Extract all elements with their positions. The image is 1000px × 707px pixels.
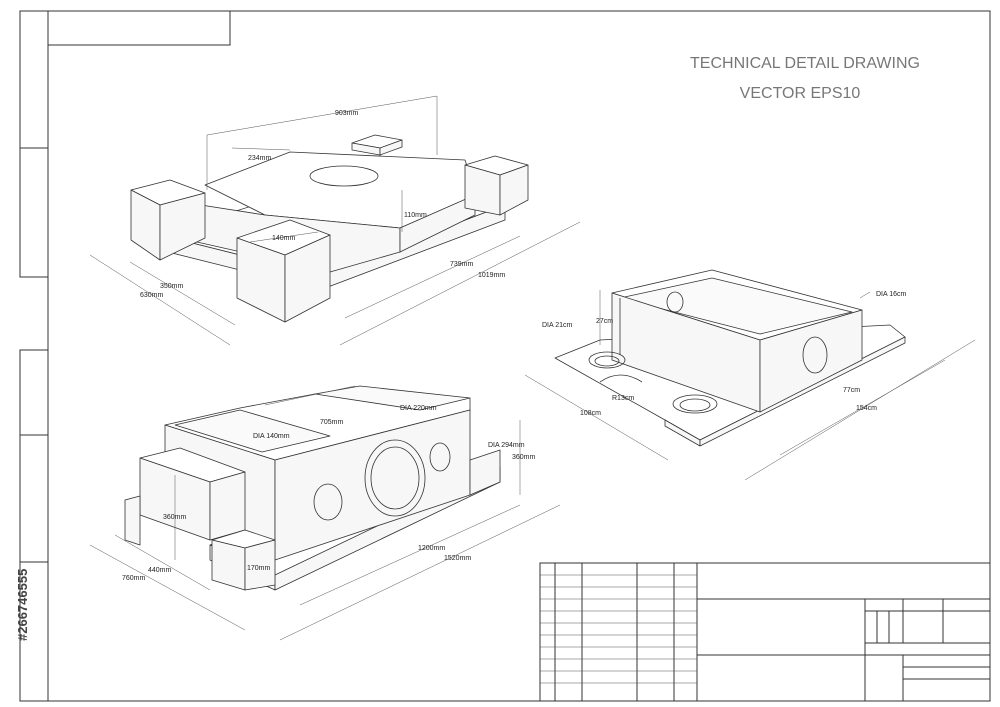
dim-label: 705mm — [320, 419, 344, 426]
dim-label: 1200mm — [418, 545, 445, 552]
dim-label: 140mm — [272, 235, 296, 242]
dim-label: DIA 140mm — [253, 433, 290, 440]
dim-label: 350mm — [160, 283, 184, 290]
dim-label: 360mm — [512, 454, 536, 461]
dim-label: 760mm — [122, 575, 146, 582]
dim-label: 360mm — [163, 514, 187, 521]
bottom-left-view: 705mm DIA 220mm DIA 140mm DIA 294mm 360m… — [89, 385, 561, 641]
drawing-title: TECHNICAL DETAIL DRAWING — [690, 55, 920, 72]
dim-label: 234mm — [248, 155, 272, 162]
dim-label: DIA 21cm — [542, 322, 573, 329]
dim-label: DIA 16cm — [876, 291, 907, 298]
dim-label: 1019mm — [478, 272, 505, 279]
dim-label: R13cm — [612, 395, 634, 402]
dim-label: 440mm — [148, 567, 172, 574]
dim-label: 630mm — [140, 292, 164, 299]
dim-label: 1520mm — [444, 555, 471, 562]
title-block — [539, 562, 991, 702]
dim-label: DIA 294mm — [488, 442, 525, 449]
top-left-view: 903mm 234mm 110mm 140mm 739mm 1019mm 350… — [89, 95, 581, 346]
drawing-subtitle: VECTOR EPS10 — [740, 85, 861, 102]
dim-label: 170mm — [247, 565, 271, 572]
dim-label: 27cm — [596, 318, 613, 325]
drawing-frame — [19, 10, 991, 702]
dim-label: 108cm — [580, 410, 601, 417]
stock-id-label: #266746555 — [15, 569, 30, 641]
dim-label: 110mm — [404, 212, 427, 219]
dim-label: 77cm — [843, 387, 860, 394]
dim-label: 903mm — [335, 110, 359, 117]
dim-label: DIA 220mm — [400, 405, 437, 412]
dim-label: 739mm — [450, 261, 474, 268]
right-view: DIA 16cm 27cm DIA 21cm R13cm 108cm 77cm … — [524, 269, 976, 481]
dim-label: 154cm — [856, 405, 877, 412]
